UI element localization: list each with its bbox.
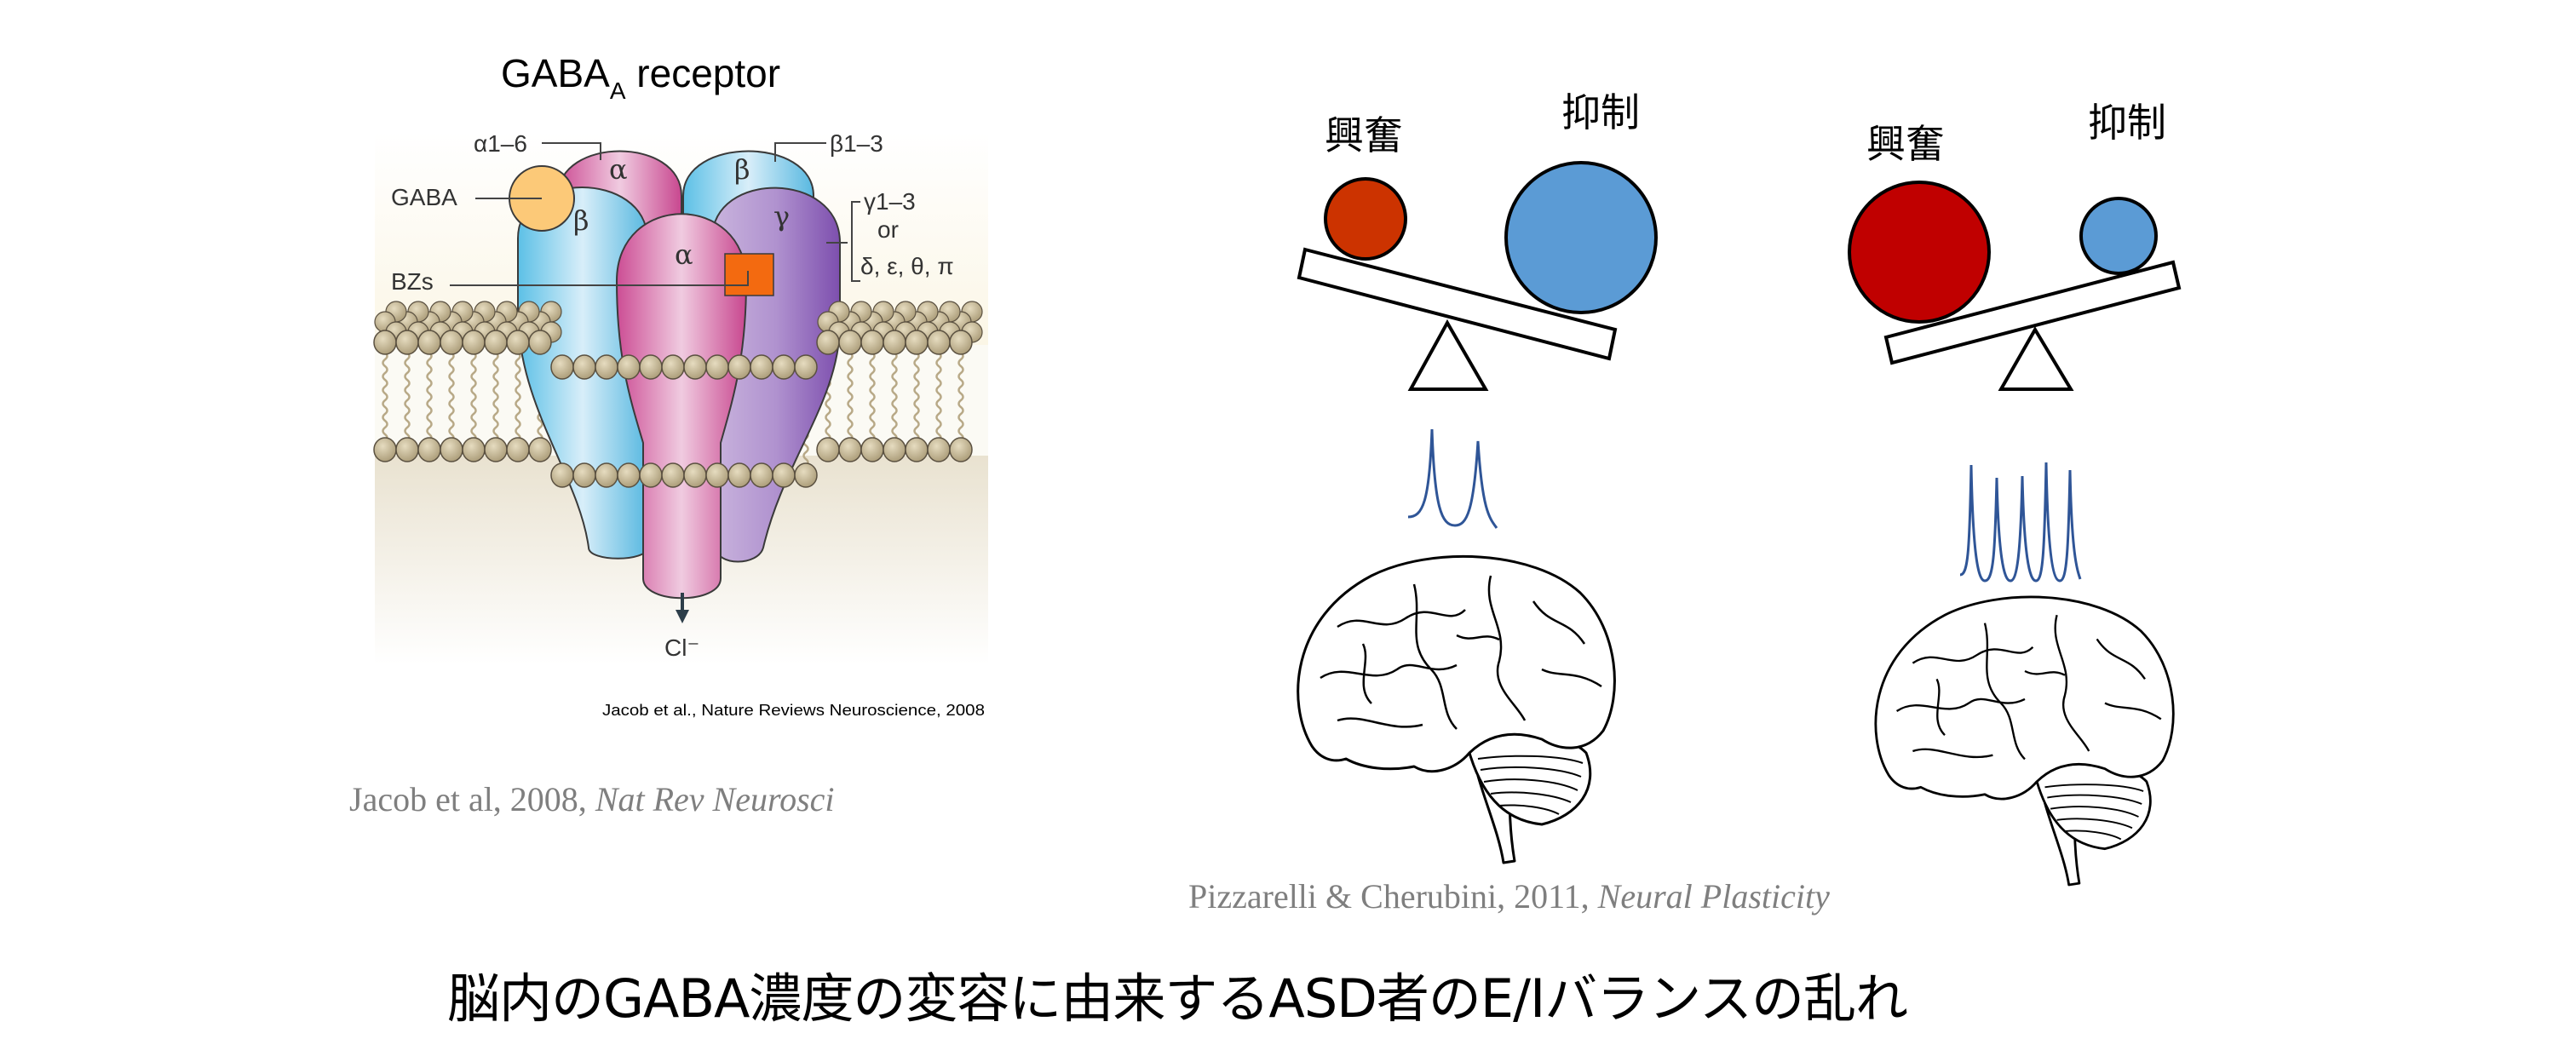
gamma-range-label: γ1–3 (864, 188, 916, 215)
balance-typical: 興奮 抑制 (1297, 89, 1658, 864)
subunit-label: γ (773, 200, 790, 232)
excitation-weight (1324, 177, 1407, 261)
alpha-range-label: α1–6 (474, 130, 527, 157)
gaba-citation: Jacob et al, 2008, Nat Rev Neurosci (349, 780, 835, 818)
seesaw-plank (1883, 260, 2182, 365)
figure-title: GABAA receptor (501, 51, 780, 104)
neural-spike-trace (1959, 462, 2082, 583)
brain-icon (1297, 554, 1616, 864)
lipid-heads (373, 301, 983, 488)
chloride-label: Cl⁻ (664, 634, 699, 661)
neural-spike-trace (1407, 428, 1498, 529)
excitation-weight (1848, 181, 1991, 324)
figure-source-caption: Jacob et al., Nature Reviews Neuroscienc… (602, 702, 985, 719)
benzodiazepine-site-icon (724, 253, 774, 296)
balance-citation: Pizzarelli & Cherubini, 2011, Neural Pla… (1188, 877, 1830, 916)
chloride-flow-arrow-icon (676, 593, 689, 623)
seesaw-plank (1297, 247, 1618, 361)
subunit-label: α (609, 153, 628, 186)
excitation-label: 興奮 (1866, 121, 1945, 167)
bzs-label: BZs (391, 268, 434, 295)
other-subunits-label: δ, ε, θ, π (860, 253, 954, 279)
or-label: or (877, 216, 899, 243)
seesaw-fulcrum (1998, 326, 2074, 391)
balance-asd: 興奮 抑制 (1848, 100, 2182, 887)
subunit-alpha-front (615, 213, 748, 600)
beta-range-label: β1–3 (830, 130, 883, 157)
inhibition-label: 抑制 (2088, 100, 2166, 146)
subunit-label: β (734, 153, 750, 186)
subunit-label: β (573, 204, 589, 237)
inhibition-weight (2079, 197, 2158, 275)
callout-lines (450, 142, 860, 286)
brain-icon (1874, 595, 2175, 887)
excitation-label: 興奮 (1325, 112, 1403, 158)
inhibition-label: 抑制 (1561, 89, 1640, 135)
seesaw-fulcrum (1407, 319, 1489, 391)
slide-caption: 脳内のGABA濃度の変容に由来するASD者のE/Iバランスの乱れ (447, 967, 1908, 1030)
subunit-label: α (675, 238, 693, 271)
gaba-label: GABA (391, 184, 457, 210)
inhibition-weight (1504, 161, 1658, 314)
gaba-receptor-figure: GABAA receptor α β β α γ (373, 51, 988, 719)
